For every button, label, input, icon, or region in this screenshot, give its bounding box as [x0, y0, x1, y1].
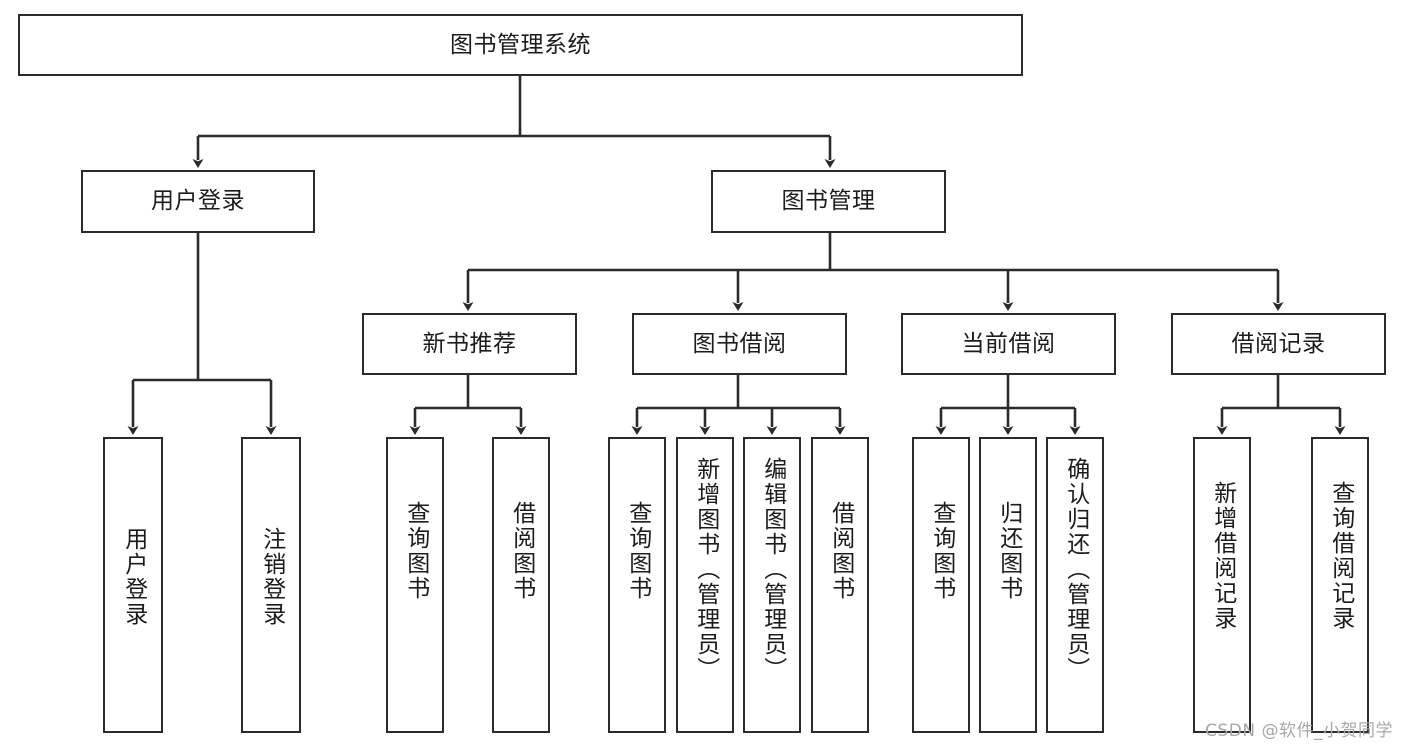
node-new-book-rec-label: 新书推荐 [422, 330, 517, 357]
node-current-borrow-label: 当前借阅 [961, 330, 1056, 357]
node-borrow-record-label: 借阅记录 [1231, 330, 1326, 357]
leaf-edit-book-label: 编辑图书（管理员） [759, 457, 786, 682]
node-book-borrow-label: 图书借阅 [692, 330, 787, 357]
node-book-manage[interactable]: 图书管理 [711, 170, 946, 233]
leaf-add-record[interactable]: 新增借阅记录 [1193, 437, 1251, 733]
node-borrow-record[interactable]: 借阅记录 [1171, 313, 1386, 375]
node-new-book-rec[interactable]: 新书推荐 [362, 313, 577, 375]
leaf-logout-label: 注销登录 [258, 527, 285, 627]
leaf-edit-book[interactable]: 编辑图书（管理员） [743, 437, 801, 733]
leaf-borrow-query-book[interactable]: 查询图书 [608, 437, 666, 733]
leaf-add-book[interactable]: 新增图书（管理员） [676, 437, 734, 733]
leaf-rec-query-book-label: 查询图书 [402, 501, 429, 601]
leaf-add-book-label: 新增图书（管理员） [692, 457, 719, 682]
node-user-login[interactable]: 用户登录 [81, 170, 315, 233]
leaf-cur-query-book[interactable]: 查询图书 [912, 437, 970, 733]
leaf-return-book[interactable]: 归还图书 [979, 437, 1037, 733]
leaf-confirm-return[interactable]: 确认归还（管理员） [1046, 437, 1104, 733]
node-book-manage-label: 图书管理 [781, 188, 876, 215]
leaf-rec-borrow-book[interactable]: 借阅图书 [492, 437, 550, 733]
node-root-label: 图书管理系统 [450, 31, 591, 58]
leaf-rec-query-book[interactable]: 查询图书 [386, 437, 444, 733]
leaf-user-login[interactable]: 用户登录 [103, 437, 163, 733]
node-book-borrow[interactable]: 图书借阅 [632, 313, 847, 375]
leaf-return-book-label: 归还图书 [995, 501, 1022, 601]
node-root[interactable]: 图书管理系统 [18, 14, 1023, 76]
leaf-rec-borrow-book-label: 借阅图书 [508, 501, 535, 601]
node-current-borrow[interactable]: 当前借阅 [901, 313, 1116, 375]
leaf-confirm-return-label: 确认归还（管理员） [1062, 457, 1089, 682]
csdn-watermark: CSDN @软件_小贺同学 [1205, 721, 1393, 741]
leaf-borrow-book[interactable]: 借阅图书 [811, 437, 869, 733]
leaf-borrow-book-label: 借阅图书 [827, 501, 854, 601]
leaf-cur-query-book-label: 查询图书 [928, 501, 955, 601]
leaf-user-login-label: 用户登录 [120, 527, 147, 627]
leaf-add-record-label: 新增借阅记录 [1209, 481, 1236, 631]
leaf-borrow-query-book-label: 查询图书 [624, 501, 651, 601]
node-user-login-label: 用户登录 [151, 188, 245, 215]
leaf-logout[interactable]: 注销登录 [241, 437, 301, 733]
leaf-query-record[interactable]: 查询借阅记录 [1311, 437, 1369, 733]
leaf-query-record-label: 查询借阅记录 [1327, 481, 1354, 631]
